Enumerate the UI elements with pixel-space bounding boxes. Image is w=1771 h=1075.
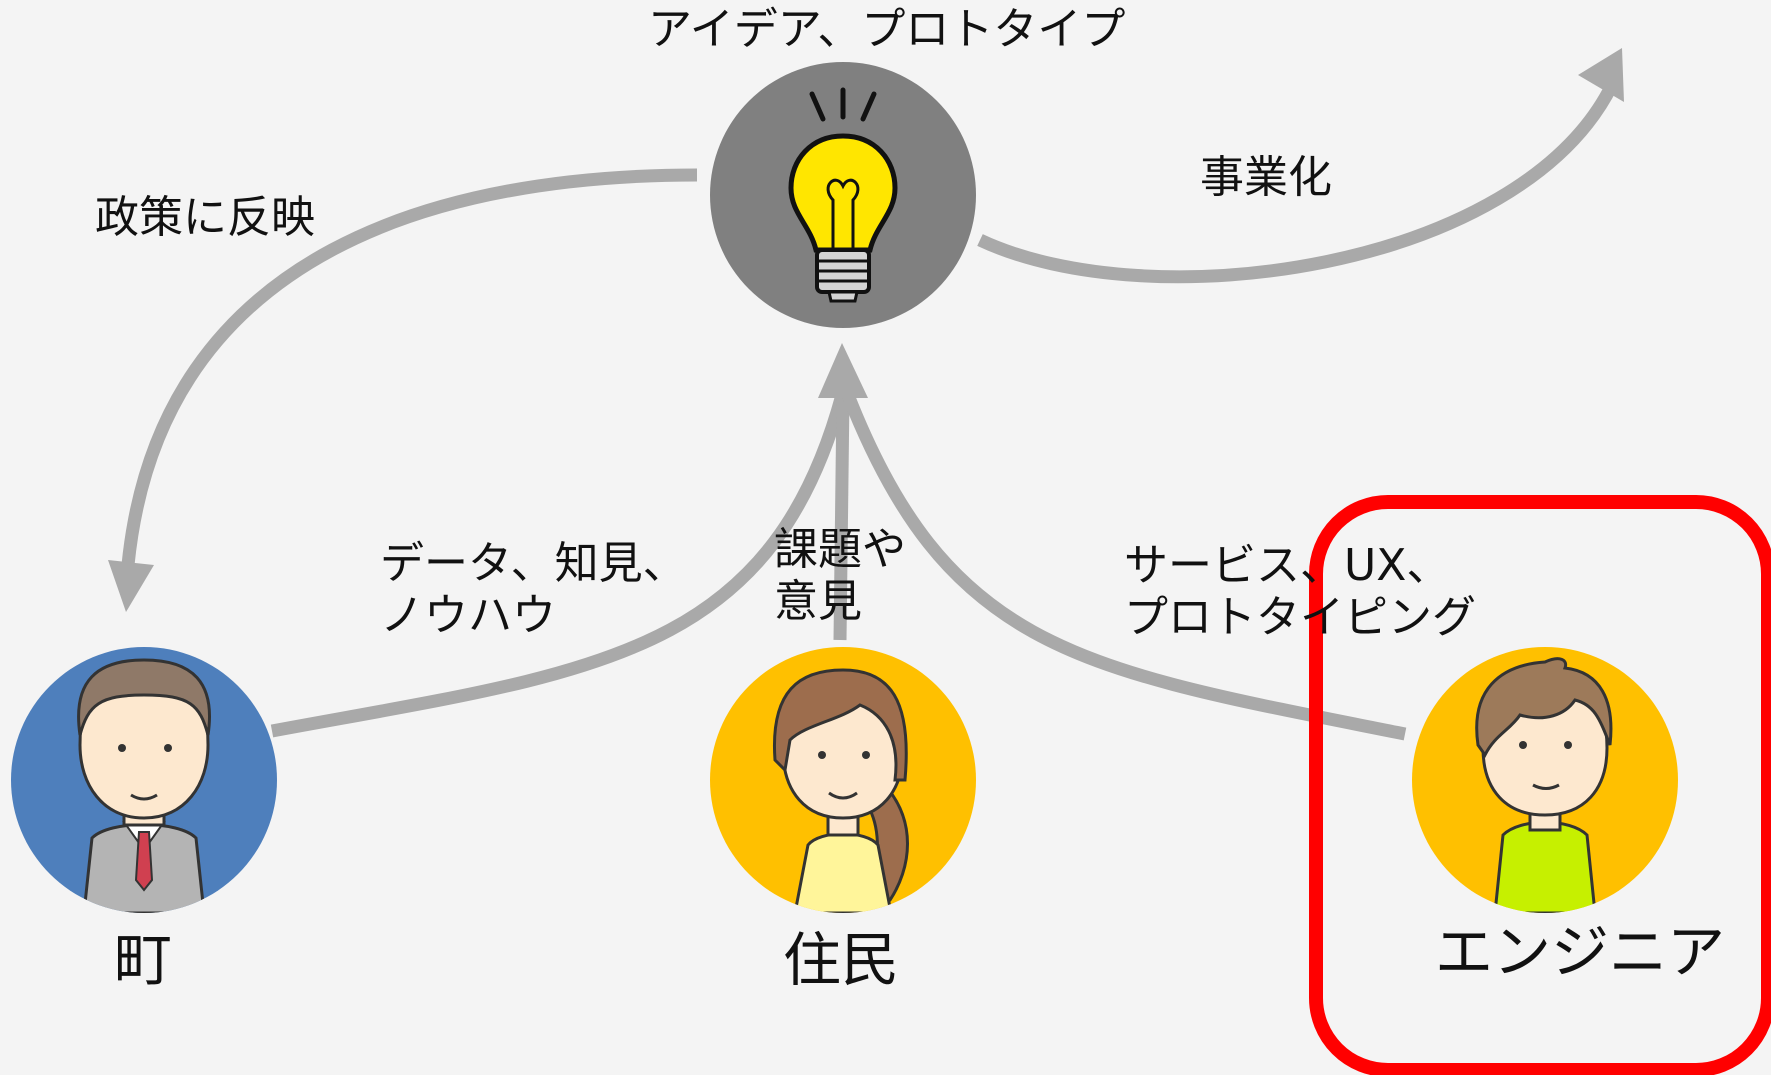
edge-label-service-ux: サービス、UX、 プロトタイピング xyxy=(1124,540,1476,643)
arrowhead-idea xyxy=(818,343,868,398)
arrow-idea-to-business xyxy=(977,82,1618,284)
edge-label-data-knowledge: データ、知見、 ノウハウ xyxy=(380,538,687,641)
idea-node xyxy=(710,62,976,328)
arrow-idea-to-town xyxy=(121,168,698,566)
engineer-caption: エンジニア xyxy=(1435,918,1726,986)
idea-caption: アイデア、プロトタイプ xyxy=(648,4,1126,55)
arrow-residents-to-idea xyxy=(833,394,850,641)
residents-caption: 住民 xyxy=(783,926,900,994)
engineer-highlight-frame xyxy=(1309,495,1771,1075)
woman-icon xyxy=(772,668,909,913)
young-man-icon xyxy=(1475,657,1613,913)
arrowhead-business xyxy=(1578,48,1624,102)
engineer-node xyxy=(1412,647,1678,913)
edge-label-business: 事業化 xyxy=(1200,152,1332,203)
residents-node xyxy=(710,647,976,913)
arrow-town-to-idea xyxy=(270,393,849,738)
town-node xyxy=(11,647,277,913)
edge-label-policy: 政策に反映 xyxy=(95,192,315,243)
edge-label-issues-opinions: 課題や 意見 xyxy=(774,524,906,627)
lightbulb-icon xyxy=(788,87,898,303)
arrowhead-town xyxy=(108,560,154,612)
town-caption: 町 xyxy=(114,926,173,994)
arrow-engineer-to-idea xyxy=(841,392,1407,741)
businessman-icon xyxy=(77,658,211,913)
